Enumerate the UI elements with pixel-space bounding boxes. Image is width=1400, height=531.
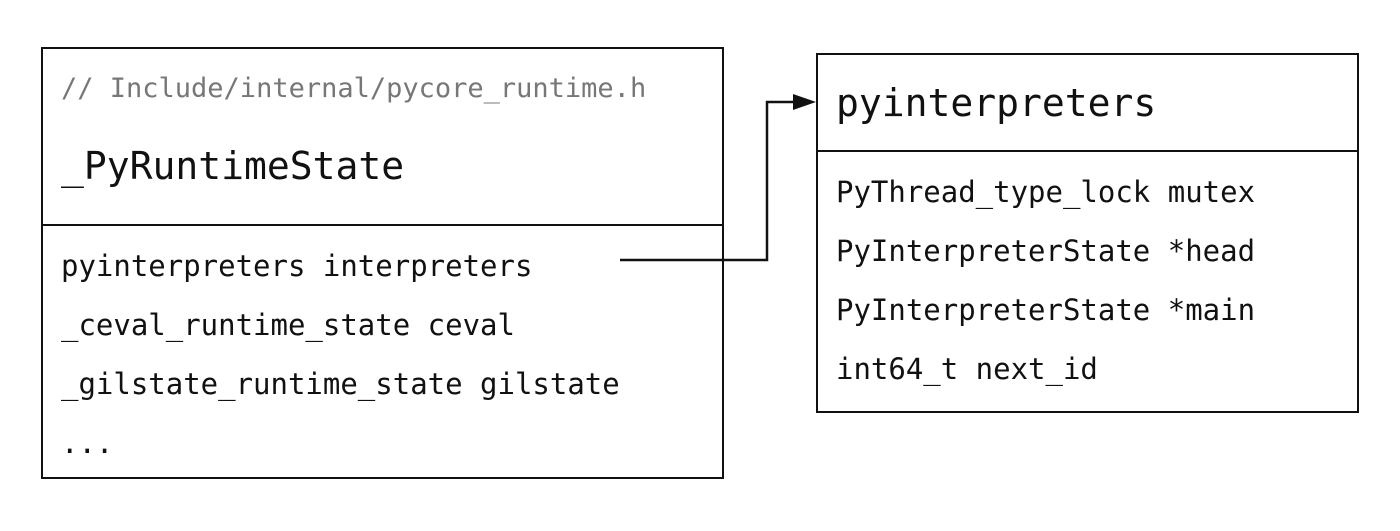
runtime-state-header: // Include/internal/pycore_runtime.h _Py… bbox=[43, 49, 722, 226]
field-gilstate: _gilstate_runtime_state gilstate bbox=[61, 367, 620, 401]
field-next-id: int64_t next_id bbox=[836, 352, 1098, 386]
runtime-state-struct-box: // Include/internal/pycore_runtime.h _Py… bbox=[41, 47, 724, 479]
arrowhead-icon bbox=[793, 94, 816, 110]
pyinterpreters-struct-box: pyinterpreters PyThread_type_lock mutex … bbox=[816, 53, 1359, 413]
field-head: PyInterpreterState *head bbox=[836, 234, 1256, 268]
runtime-state-fields: pyinterpreters interpreters _ceval_runti… bbox=[61, 237, 620, 473]
field-ceval: _ceval_runtime_state ceval bbox=[61, 308, 515, 342]
pyinterpreters-header: pyinterpreters bbox=[818, 55, 1357, 152]
field-interpreters: pyinterpreters interpreters bbox=[61, 249, 533, 283]
pyinterpreters-fields: PyThread_type_lock mutex PyInterpreterSt… bbox=[836, 163, 1255, 399]
field-mutex: PyThread_type_lock mutex bbox=[836, 175, 1256, 209]
field-main: PyInterpreterState *main bbox=[836, 293, 1256, 327]
field-ellipsis: ... bbox=[61, 426, 114, 460]
source-file-comment: // Include/internal/pycore_runtime.h bbox=[61, 73, 647, 104]
pyinterpreters-title: pyinterpreters bbox=[836, 81, 1157, 125]
connector-line bbox=[620, 100, 796, 262]
runtime-state-title: _PyRuntimeState bbox=[61, 144, 405, 188]
